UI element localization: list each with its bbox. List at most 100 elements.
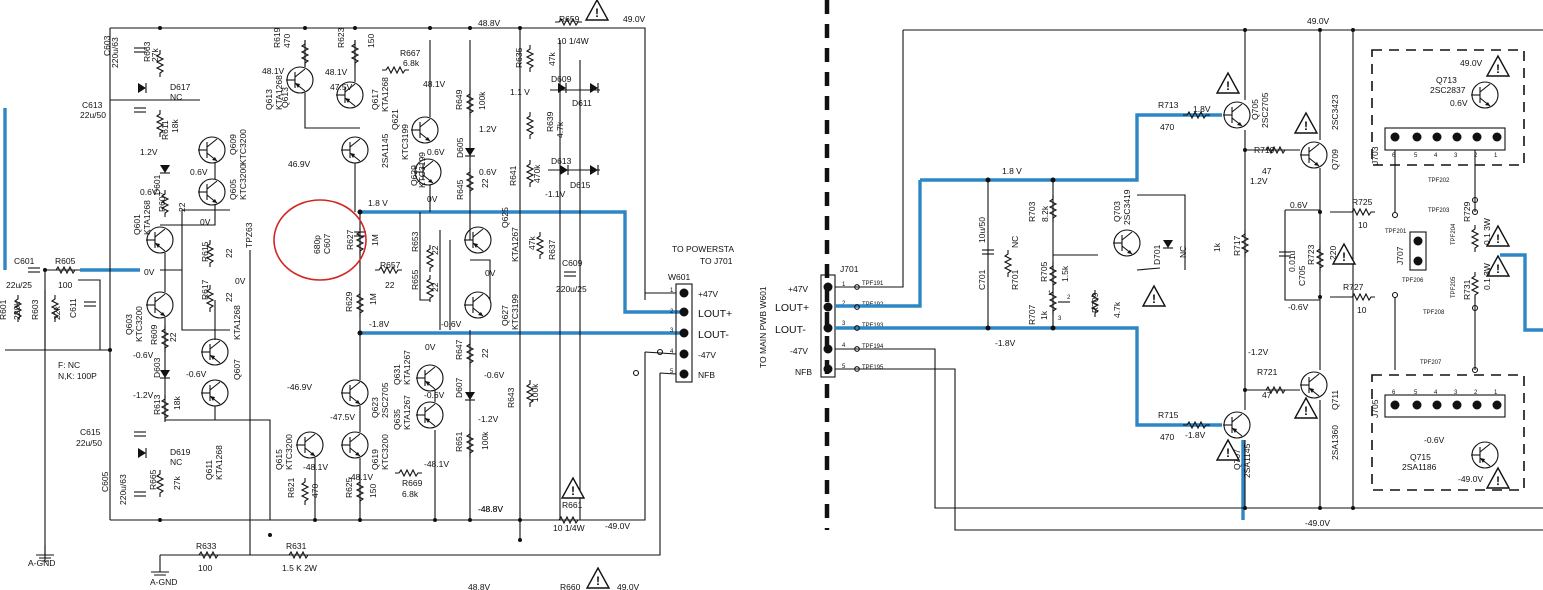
- svg-text:TPF205: TPF205: [1451, 276, 1457, 298]
- svg-text:KTA1267: KTA1267: [402, 350, 412, 385]
- svg-text:KTA1267: KTA1267: [510, 227, 520, 262]
- dashed-heatsink-box-bottom: [1371, 374, 1525, 491]
- svg-text:220: 220: [1328, 246, 1338, 260]
- warning-icon: [1294, 397, 1318, 419]
- svg-text:TPF207: TPF207: [1420, 360, 1442, 366]
- svg-text:Q713: Q713: [1436, 75, 1457, 85]
- transistor-q607: [200, 338, 229, 366]
- svg-text:47k: 47k: [547, 52, 557, 66]
- svg-text:22: 22: [385, 280, 395, 290]
- svg-text:TPF203: TPF203: [1428, 208, 1450, 214]
- svg-text:KTC3200: KTC3200: [238, 129, 248, 165]
- svg-text:0.1 3W: 0.1 3W: [1482, 218, 1492, 245]
- svg-text:2SC2705: 2SC2705: [380, 382, 390, 418]
- svg-text:R709: R709: [1090, 292, 1100, 313]
- svg-text:Q623: Q623: [370, 397, 380, 418]
- svg-text:10: 10: [1357, 305, 1367, 315]
- svg-text:4: 4: [842, 343, 846, 349]
- svg-text:-48.1V: -48.1V: [424, 459, 449, 469]
- svg-text:NC: NC: [1178, 246, 1188, 258]
- svg-text:TPZ63: TPZ63: [244, 222, 254, 248]
- svg-text:1: 1: [1494, 153, 1498, 159]
- j701-pin1-label: +47V: [788, 284, 808, 294]
- svg-text:Q715: Q715: [1410, 452, 1431, 462]
- w601-pin3-label: LOUT-: [698, 329, 729, 341]
- svg-text:R617: R617: [200, 279, 210, 300]
- svg-text:TO J701: TO J701: [700, 256, 733, 266]
- svg-text:-46.9V: -46.9V: [287, 382, 312, 392]
- svg-text:48.1V: 48.1V: [423, 79, 446, 89]
- svg-text:W601: W601: [668, 272, 690, 282]
- svg-text:TPF194: TPF194: [862, 344, 884, 350]
- svg-text:C613: C613: [82, 100, 103, 110]
- transistor-q619: [340, 431, 369, 459]
- svg-text:3: 3: [1454, 153, 1458, 159]
- svg-text:0.6V: 0.6V: [140, 187, 158, 197]
- svg-text:Q617: Q617: [370, 89, 380, 110]
- svg-text:2SA1360: 2SA1360: [1330, 425, 1340, 460]
- svg-text:KTC3199: KTC3199: [510, 294, 520, 330]
- svg-text:1: 1: [1494, 390, 1498, 396]
- svg-text:22: 22: [224, 292, 234, 302]
- svg-text:2: 2: [1474, 390, 1478, 396]
- note-fnc: F: NC: [58, 360, 80, 370]
- svg-text:R701: R701: [1010, 269, 1020, 290]
- transistor-q715: [1470, 441, 1499, 469]
- transistor-q623: [340, 379, 369, 407]
- svg-text:J705: J705: [1370, 399, 1380, 418]
- svg-text:R667: R667: [400, 48, 421, 58]
- svg-text:R665: R665: [148, 469, 158, 490]
- svg-text:-1.8V: -1.8V: [995, 338, 1016, 348]
- j701-pin4-label: -47V: [790, 346, 808, 356]
- header-j707: J707: [1395, 231, 1427, 271]
- svg-text:22: 22: [480, 178, 490, 188]
- svg-text:Q635: Q635: [392, 409, 402, 430]
- svg-text:-48.1V: -48.1V: [348, 472, 373, 482]
- right-amplifier-section: J701 1 2 3 4 5 +47V LOUT+ LOUT- -47V NFB…: [758, 16, 1543, 531]
- svg-text:C701: C701: [977, 269, 987, 290]
- note-nk: N,K: 100P: [58, 371, 97, 381]
- svg-text:22: 22: [177, 202, 187, 212]
- svg-text:Q613: Q613: [280, 87, 290, 108]
- transistor-q705: [1222, 101, 1251, 129]
- svg-text:Q609: Q609: [228, 134, 238, 155]
- svg-text:R659: R659: [559, 14, 580, 24]
- svg-text:C607: C607: [322, 233, 332, 254]
- svg-text:1: 1: [1048, 291, 1052, 297]
- svg-text:KTC3200: KTC3200: [284, 434, 294, 470]
- svg-text:A-GND: A-GND: [150, 577, 177, 587]
- svg-text:150: 150: [368, 484, 378, 498]
- svg-text:-0.6V: -0.6V: [1288, 302, 1309, 312]
- svg-text:2: 2: [1067, 295, 1071, 301]
- transistor-q627: [463, 291, 492, 319]
- svg-text:D613: D613: [551, 156, 572, 166]
- svg-text:A-GND: A-GND: [28, 558, 55, 568]
- svg-text:0V: 0V: [425, 342, 436, 352]
- warning-icon: [1294, 112, 1318, 134]
- transistor-q615: [295, 431, 324, 459]
- svg-text:Q607: Q607: [232, 359, 242, 380]
- warning-icon: [561, 477, 585, 499]
- svg-text:Q631: Q631: [392, 364, 402, 385]
- svg-text:1.1 V: 1.1 V: [510, 87, 530, 97]
- svg-text:KTA1268: KTA1268: [232, 305, 242, 340]
- svg-text:C615: C615: [80, 427, 101, 437]
- svg-text:KTC3200: KTC3200: [134, 306, 144, 342]
- svg-text:C611: C611: [68, 298, 78, 318]
- svg-text:22: 22: [430, 282, 440, 292]
- svg-text:Q613: Q613: [264, 89, 274, 110]
- svg-text:R605: R605: [55, 256, 76, 266]
- transistor-q711: [1299, 371, 1328, 399]
- lout-plus-bus-right: [835, 180, 922, 308]
- svg-text:0V: 0V: [200, 217, 211, 227]
- svg-text:1M: 1M: [370, 234, 380, 246]
- svg-text:1.2V: 1.2V: [479, 124, 497, 134]
- left-amplifier-section: 48.8V 49.0V -48.8V -49.0V TO POWERSTA TO…: [0, 0, 734, 590]
- svg-text:-0.6V: -0.6V: [424, 390, 445, 400]
- svg-text:5: 5: [1414, 153, 1418, 159]
- svg-text:46.9V: 46.9V: [288, 159, 311, 169]
- svg-text:R621: R621: [286, 477, 296, 498]
- svg-text:KTC3199: KTC3199: [417, 152, 427, 188]
- svg-text:R703: R703: [1027, 201, 1037, 222]
- svg-text:1.5 K 2W: 1.5 K 2W: [282, 563, 317, 573]
